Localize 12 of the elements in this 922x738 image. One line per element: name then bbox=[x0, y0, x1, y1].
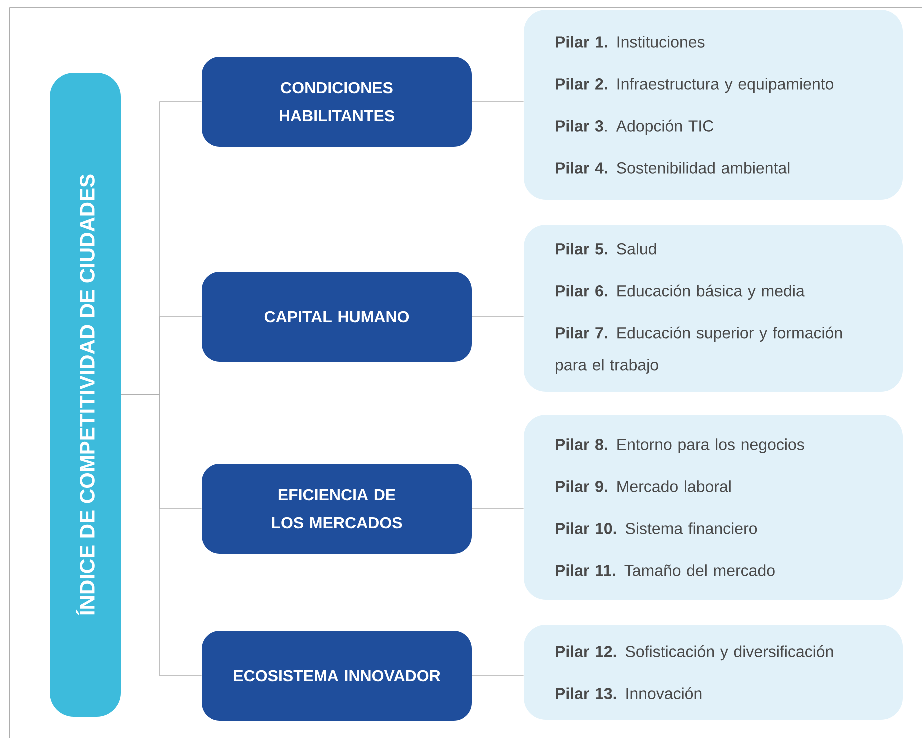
connector-line bbox=[120, 394, 202, 676]
index-bar: ÍNDICE DE COMPETITIVIDAD DE CIUDADES bbox=[50, 73, 121, 717]
connector-line bbox=[472, 316, 524, 318]
category-box: EFICIENCIA DE LOS MERCADOS bbox=[202, 464, 472, 554]
pillar-box: Pilar 5. Salud Pilar 6. Educación básica y media Pilar 7. Educación superior y formación para el trabajo bbox=[524, 225, 903, 392]
connector-line bbox=[472, 508, 524, 510]
category-box: ECOSISTEMA INNOVADOR bbox=[202, 631, 472, 721]
category-box: CONDICIONES HABILITANTES bbox=[202, 57, 472, 147]
pillar-box: Pilar 12. Sofisticación y diversificación Pilar 13. Innovación bbox=[524, 625, 903, 720]
pillar-box: Pilar 1. Instituciones Pilar 2. Infraestructura y equipamiento Pilar 3. Adopción TIC Pilar 4. Sostenibilidad ambiental bbox=[524, 10, 903, 200]
category-box: CAPITAL HUMANO bbox=[202, 272, 472, 362]
pillar-box: Pilar 8. Entorno para los negocios Pilar 9. Mercado laboral Pilar 10. Sistema financiero Pilar 11. Tamaño del mercado bbox=[524, 415, 903, 600]
